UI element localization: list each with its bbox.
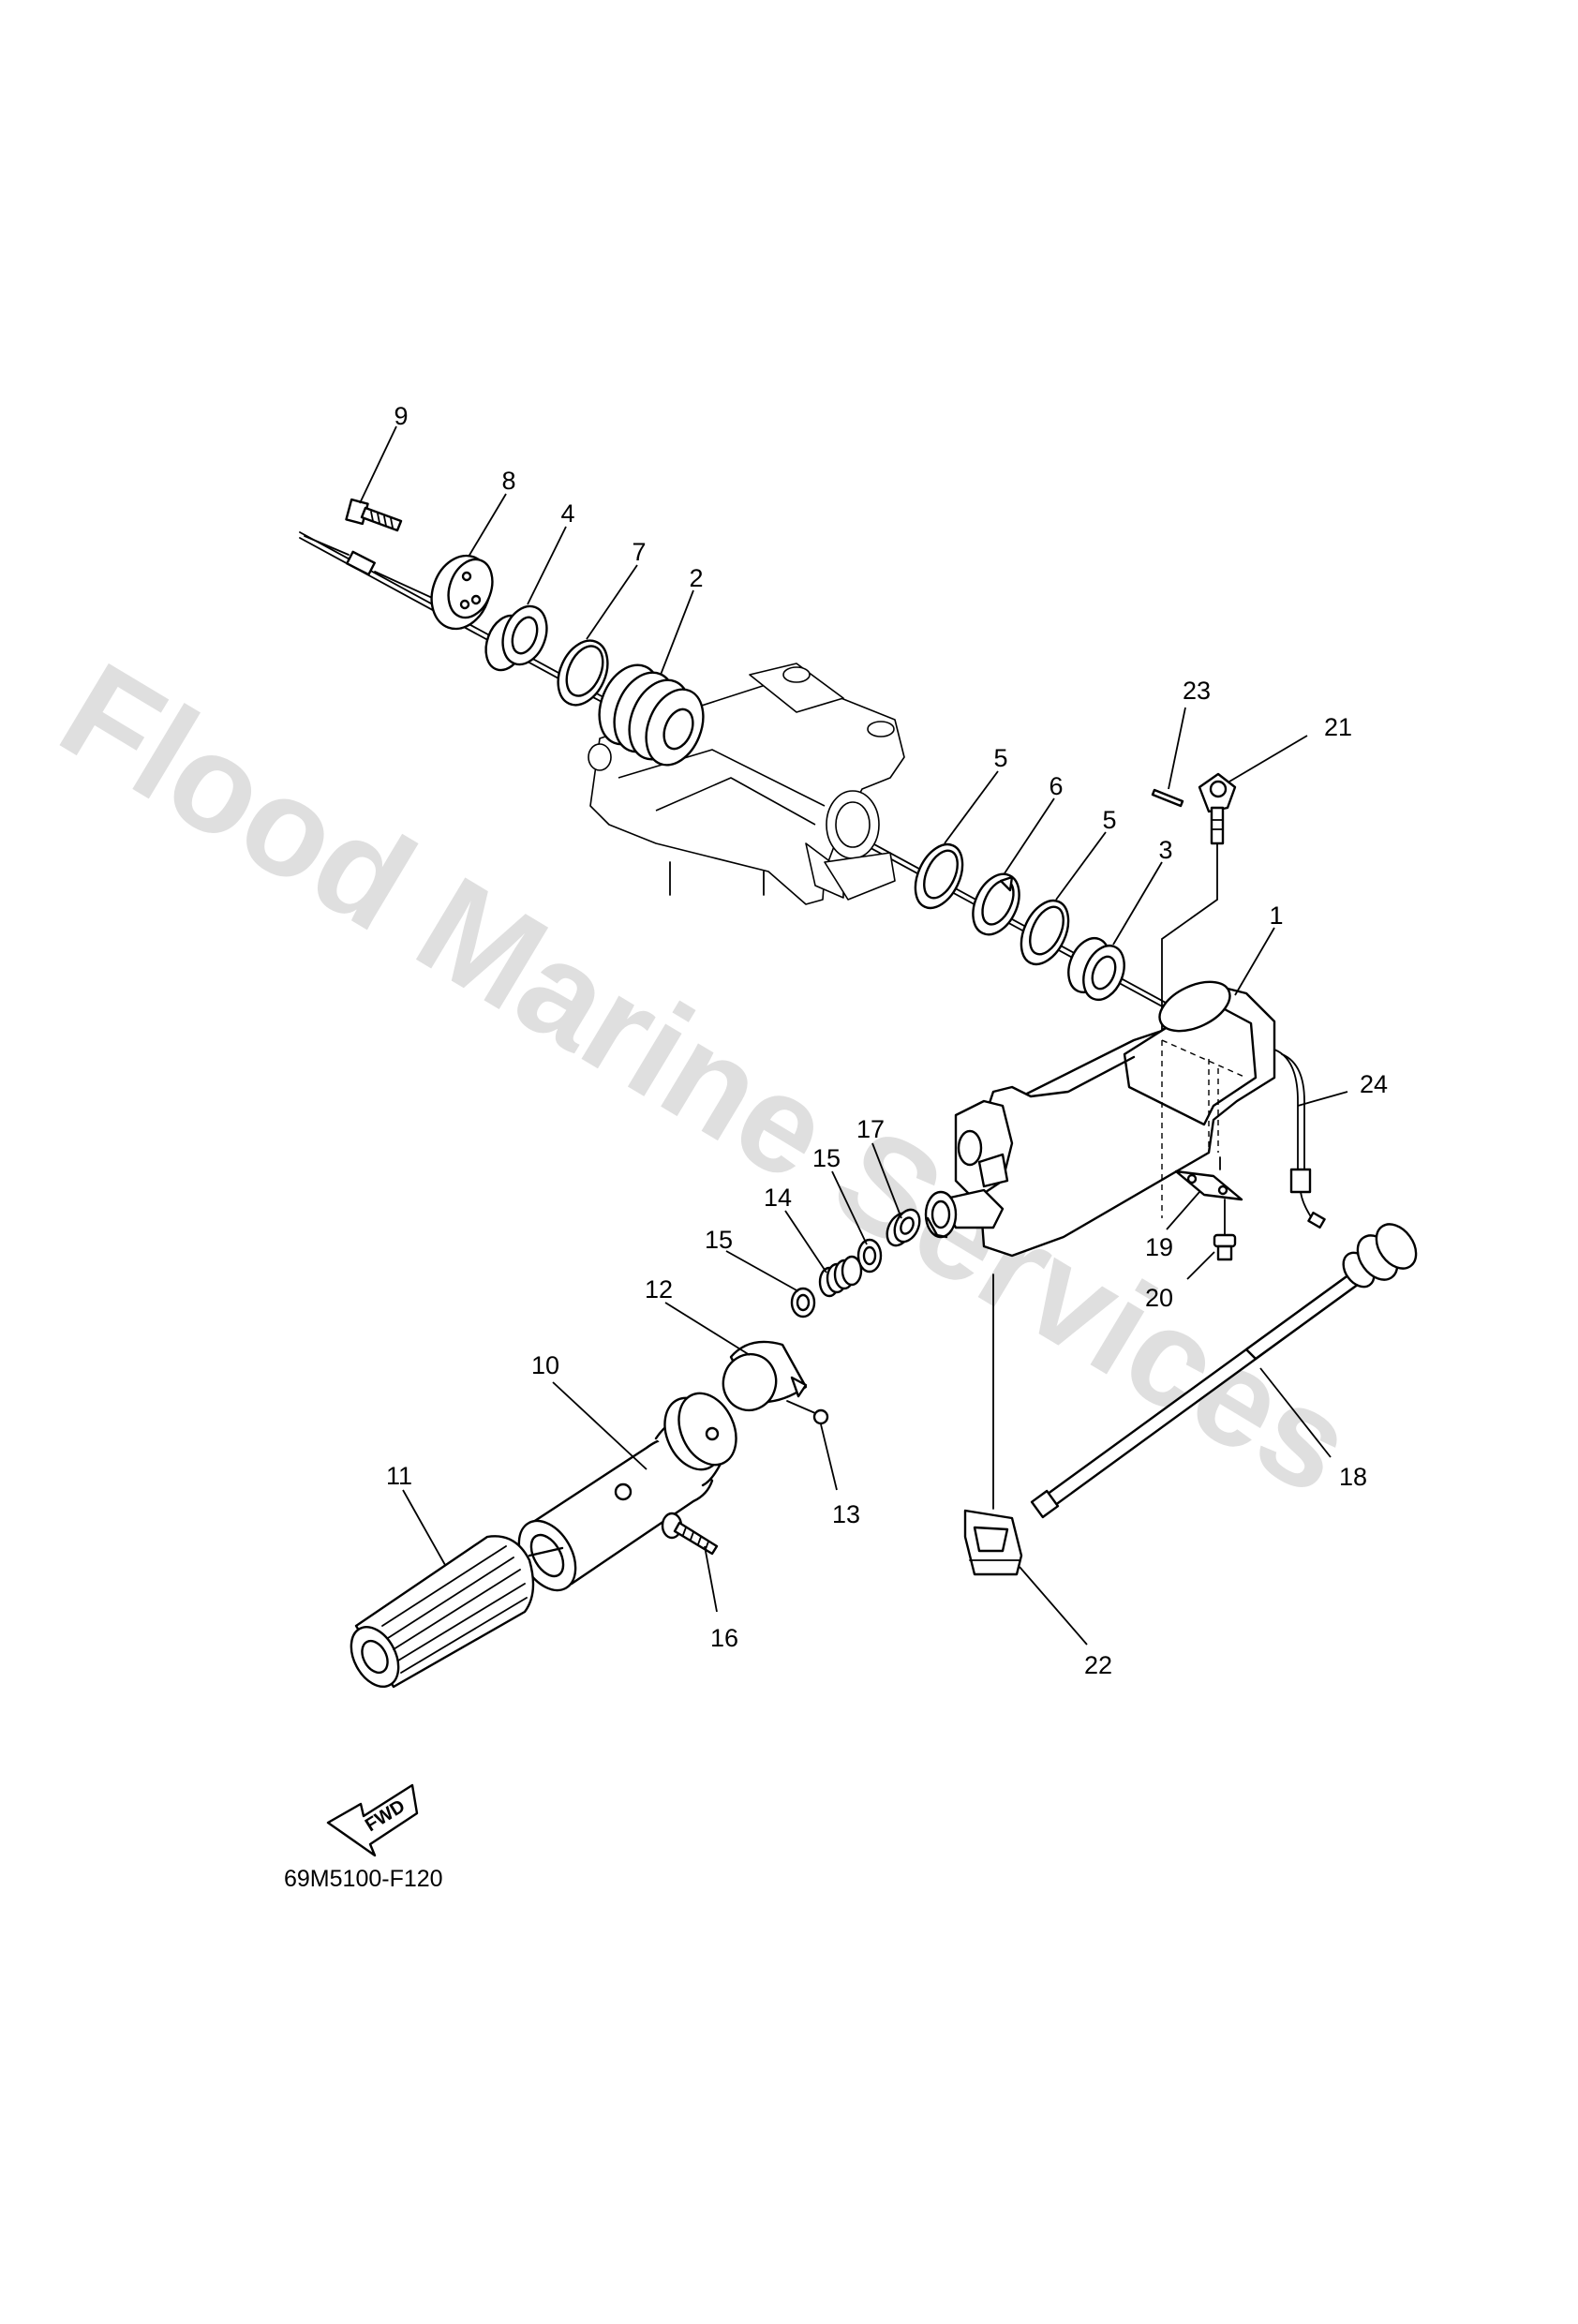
callout-21: 21 — [1324, 713, 1352, 741]
part-19-plate — [1174, 1156, 1243, 1201]
callout-1: 1 — [1269, 901, 1283, 930]
part-22-clamp — [963, 1274, 1023, 1576]
callout-24: 24 — [1360, 1070, 1388, 1098]
callout-8: 8 — [501, 467, 515, 495]
callout-10: 10 — [531, 1351, 559, 1379]
part-20-screw — [1213, 1199, 1237, 1261]
part-21-fitting — [1198, 772, 1237, 845]
callout-14: 14 — [764, 1184, 792, 1212]
part-4-bushing — [484, 604, 548, 672]
callout-19: 19 — [1145, 1233, 1173, 1261]
part-7-o-ring — [557, 639, 609, 707]
part-23-pin — [1151, 788, 1184, 808]
callout-labels: 9 8 4 7 2 5 6 5 3 23 21 1 24 19 20 17 15… — [386, 402, 1388, 1679]
part-14-spring — [818, 1255, 863, 1298]
part-12-collar — [722, 1340, 808, 1412]
part-code: 69M5100-F120 — [284, 1866, 443, 1892]
callout-20: 20 — [1145, 1284, 1173, 1312]
part-15-washer-a — [856, 1238, 883, 1274]
callout-5-b: 5 — [1102, 806, 1116, 834]
callout-leaders — [359, 425, 1348, 1646]
callout-18: 18 — [1339, 1463, 1367, 1491]
part-13-screw — [786, 1400, 829, 1425]
part-18-shaft — [1030, 1223, 1418, 1519]
callout-13: 13 — [832, 1500, 860, 1528]
callout-9: 9 — [394, 402, 408, 430]
callout-16: 16 — [710, 1624, 738, 1652]
part-9-bolt — [345, 498, 403, 532]
callout-6: 6 — [1049, 772, 1063, 800]
callout-2: 2 — [689, 564, 703, 592]
callout-15-a: 15 — [812, 1144, 841, 1172]
part-16-screw — [661, 1512, 719, 1556]
part-10-grip-tube — [517, 1392, 737, 1592]
callout-22: 22 — [1084, 1651, 1112, 1679]
callout-5-a: 5 — [993, 744, 1007, 772]
part-1-steering-handle-body — [924, 980, 1276, 1258]
callout-15-b: 15 — [705, 1226, 733, 1254]
part-5-washer-a — [914, 842, 964, 910]
part-8-plate — [430, 554, 494, 631]
callout-3: 3 — [1158, 836, 1172, 864]
callout-12: 12 — [645, 1275, 673, 1304]
callout-23: 23 — [1183, 677, 1211, 705]
part-15-washer-b — [790, 1287, 816, 1318]
part-5-washer-b — [1020, 899, 1070, 966]
callout-7: 7 — [632, 538, 646, 566]
part-3-bushing — [1067, 936, 1125, 1002]
callout-17: 17 — [856, 1115, 885, 1143]
part-6-clip — [972, 872, 1020, 936]
callout-11: 11 — [386, 1462, 412, 1490]
part-24-cable — [1273, 1049, 1326, 1229]
forward-direction-arrow: FWD — [326, 1783, 419, 1857]
fitting-wire — [1161, 842, 1218, 1041]
part-11-throttle-grip — [350, 1535, 535, 1689]
callout-4: 4 — [560, 499, 574, 528]
part-2-grommet — [598, 663, 705, 767]
